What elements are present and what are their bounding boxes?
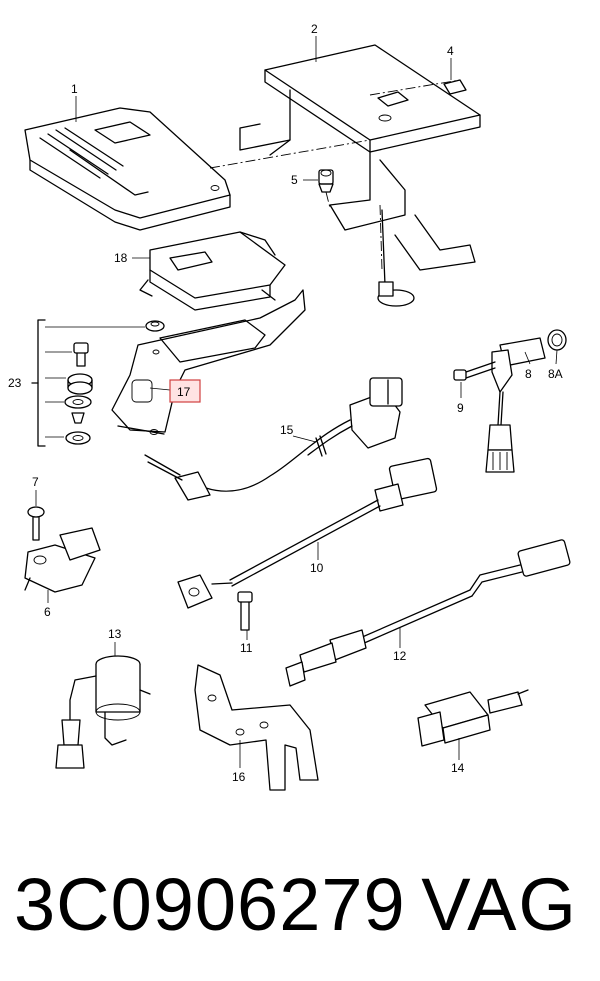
exploded-parts-diagram: 1 2 4 5 18 23 17 9 8 8A 15 7 6 10 13 11 …	[8, 22, 571, 791]
callout-18: 18	[114, 251, 128, 265]
callout-5: 5	[291, 173, 298, 187]
part-11-bolt	[237, 591, 253, 631]
part-5-nut	[318, 169, 334, 193]
part-7-screw	[27, 506, 45, 541]
callout-6: 6	[44, 605, 51, 619]
callout-4: 4	[447, 44, 454, 58]
part-8a-o-ring	[547, 329, 567, 351]
callout-11: 11	[240, 641, 253, 655]
part-18-module	[139, 231, 286, 311]
callout-labels: 1 2 4 5 18 23 17 9 8 8A 15 7 6 10 13 11 …	[8, 22, 563, 784]
highlight-box-17	[169, 379, 201, 403]
callout-8a: 8A	[548, 367, 563, 381]
part-17-mounting-plate	[111, 289, 306, 435]
part-2-bracket	[239, 44, 481, 271]
part-10-sensor	[177, 457, 438, 609]
callout-2: 2	[311, 22, 318, 36]
part-13-switch	[55, 655, 151, 769]
callout-16: 16	[232, 770, 246, 784]
stud-bolt	[377, 209, 415, 307]
part-6-sensor	[24, 527, 101, 593]
callout-12: 12	[393, 649, 407, 663]
callout-14: 14	[451, 761, 465, 775]
callout-8: 8	[525, 367, 532, 381]
part-8-sensor	[485, 337, 546, 473]
part-number: 3C0906279	[14, 863, 406, 946]
part-9-bolt	[453, 361, 496, 381]
leader-lines	[35, 36, 558, 768]
callout-7: 7	[32, 475, 39, 489]
callout-1: 1	[71, 82, 78, 96]
part-1-ecu	[24, 107, 231, 231]
part-12-lambda-probe	[285, 539, 571, 687]
callout-9: 9	[457, 401, 464, 415]
footer: 3C0906279 VAG	[0, 855, 600, 955]
callout-13: 13	[108, 627, 122, 641]
callout-10: 10	[310, 561, 324, 575]
callout-15: 15	[280, 423, 294, 437]
callout-17: 17	[177, 385, 191, 399]
callout-23: 23	[8, 376, 22, 390]
part-16-bracket	[194, 664, 319, 791]
brand-label: VAG	[421, 863, 578, 946]
part-23-fittings	[31, 319, 165, 447]
part-15-sensor	[144, 377, 403, 501]
part-14-switch	[417, 689, 529, 747]
